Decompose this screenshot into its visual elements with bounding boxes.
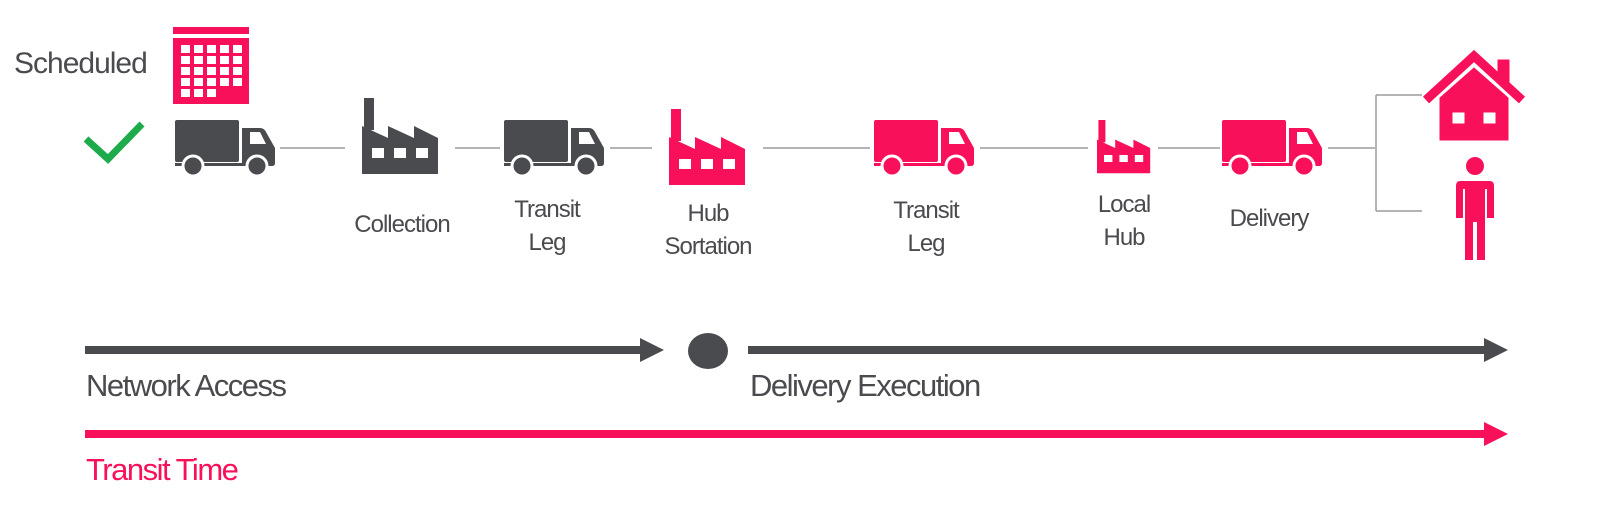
step-label-local-hub: Local Hub bbox=[1097, 191, 1151, 251]
phase-divider-dot bbox=[688, 333, 728, 369]
truck-icon-delivery bbox=[1220, 118, 1324, 178]
network-access-arrowhead bbox=[640, 338, 664, 362]
step-label-collection: Collection bbox=[354, 211, 450, 238]
calendar-cell bbox=[194, 67, 203, 75]
step-label-transit-leg-1: Transit Leg bbox=[514, 196, 580, 256]
phase-network-access-label: Network Access bbox=[86, 368, 287, 403]
calendar-cell bbox=[181, 78, 190, 86]
factory-icon-hub-sortation bbox=[669, 109, 745, 185]
calendar-cell bbox=[207, 56, 216, 64]
factory-icon-collection bbox=[362, 98, 438, 174]
calendar-cell bbox=[194, 78, 203, 86]
calendar-cell bbox=[233, 78, 242, 86]
factory-icon-local-hub bbox=[1097, 120, 1151, 174]
calendar-cell bbox=[233, 56, 242, 64]
check-icon bbox=[83, 121, 145, 164]
calendar-cell bbox=[233, 67, 242, 75]
truck-icon-transit-leg-2 bbox=[872, 118, 976, 178]
calendar-cell bbox=[194, 56, 203, 64]
calendar-cell bbox=[233, 45, 242, 53]
calendar-cell bbox=[181, 89, 190, 97]
scheduled-label: Scheduled bbox=[14, 47, 148, 80]
delivery-execution-arrowhead bbox=[1484, 338, 1508, 362]
house-icon bbox=[1426, 56, 1522, 140]
calendar-cell bbox=[207, 45, 216, 53]
calendar-cell bbox=[220, 56, 229, 64]
destination-bracket bbox=[1375, 94, 1422, 212]
truck-icon-transit-leg-1 bbox=[502, 118, 606, 178]
step-label-hub-sortation: Hub Sortation bbox=[664, 200, 752, 260]
person-icon bbox=[1456, 157, 1494, 260]
calendar-cell bbox=[207, 78, 216, 86]
calendar-cell bbox=[207, 67, 216, 75]
transit-time-arrowhead bbox=[1484, 422, 1508, 446]
phase-transit-time-label: Transit Time bbox=[86, 452, 239, 487]
step-label-delivery: Delivery bbox=[1229, 205, 1310, 232]
phase-delivery-execution-label: Delivery Execution bbox=[750, 368, 981, 403]
step-label-transit-leg-2: Transit Leg bbox=[893, 197, 959, 257]
calendar-cell bbox=[181, 45, 190, 53]
calendar-cell bbox=[207, 89, 216, 97]
truck-icon-pickup-truck bbox=[173, 118, 277, 178]
calendar-cell bbox=[194, 45, 203, 53]
calendar-cell bbox=[194, 89, 203, 97]
calendar-cell bbox=[220, 78, 229, 86]
calendar-cell bbox=[220, 67, 229, 75]
calendar-cell bbox=[220, 45, 229, 53]
calendar-cell bbox=[181, 56, 190, 64]
calendar-cell bbox=[181, 67, 190, 75]
